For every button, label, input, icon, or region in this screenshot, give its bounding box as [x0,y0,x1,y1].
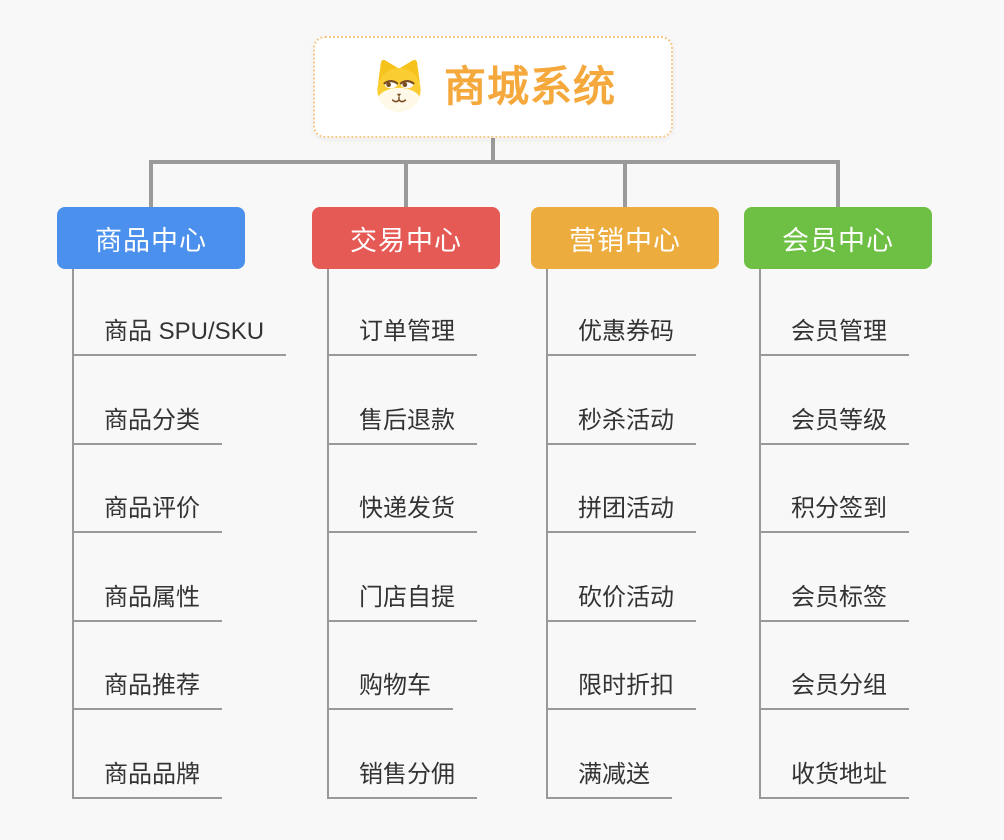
leaf-node[interactable]: 会员分组 [759,671,909,710]
leaf-node[interactable]: 限时折扣 [546,671,696,710]
branch-trunk-line-trade-center [327,269,329,799]
leaf-node[interactable]: 商品分类 [72,406,222,445]
leaf-node[interactable]: 拼团活动 [546,494,696,533]
leaf-node[interactable]: 门店自提 [327,583,477,622]
branch-node-marketing-center[interactable]: 营销中心 [531,207,719,269]
connector-drop-marketing-center [623,160,627,207]
leaf-node[interactable]: 购物车 [327,671,453,710]
leaf-node[interactable]: 积分签到 [759,494,909,533]
connector-root-stem [491,138,495,164]
leaf-node[interactable]: 售后退款 [327,406,477,445]
leaf-node[interactable]: 商品评价 [72,494,222,533]
leaf-node[interactable]: 商品品牌 [72,760,222,799]
root-title: 商城系统 [443,63,616,110]
connector-drop-product-center [149,160,153,207]
branch-trunk-line-member-center [759,269,761,799]
leaf-node[interactable]: 优惠券码 [546,317,696,356]
leaf-node[interactable]: 商品属性 [72,583,222,622]
leaf-node[interactable]: 秒杀活动 [546,406,696,445]
leaf-node[interactable]: 商品 SPU/SKU [72,317,287,356]
leaf-node[interactable]: 收货地址 [759,760,909,799]
root-node[interactable]: 商城系统 [313,36,673,138]
leaf-node[interactable]: 满减送 [546,760,672,799]
branch-node-product-center[interactable]: 商品中心 [57,207,245,269]
branch-node-trade-center[interactable]: 交易中心 [312,207,500,269]
connector-drop-member-center [836,160,840,207]
leaf-node[interactable]: 商品推荐 [72,671,222,710]
leaf-node[interactable]: 销售分佣 [327,760,477,799]
branch-trunk-line-product-center [72,269,74,799]
leaf-node[interactable]: 会员管理 [759,317,909,356]
connector-drop-trade-center [404,160,408,207]
leaf-node[interactable]: 会员标签 [759,583,909,622]
leaf-node[interactable]: 快递发货 [327,494,477,533]
leaf-node[interactable]: 砍价活动 [546,583,696,622]
leaf-node[interactable]: 订单管理 [327,317,477,356]
dog-face-icon [377,59,421,112]
connector-horizontal-bar [149,160,840,164]
branch-node-member-center[interactable]: 会员中心 [744,207,932,269]
leaf-node[interactable]: 会员等级 [759,406,909,445]
branch-trunk-line-marketing-center [546,269,548,799]
